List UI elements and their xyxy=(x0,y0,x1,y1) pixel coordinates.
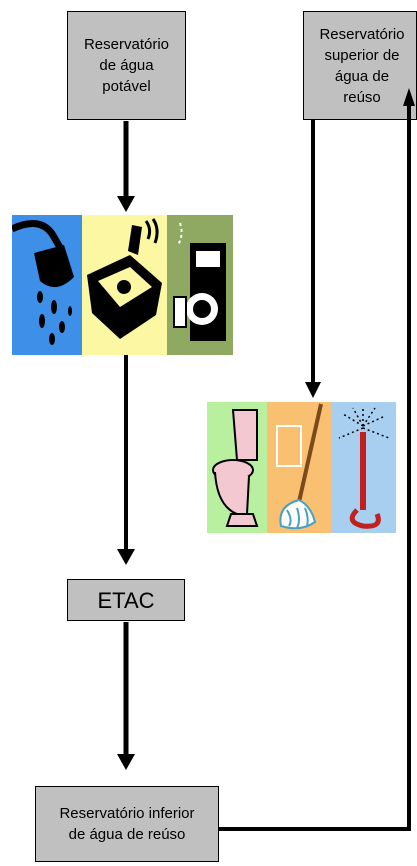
arrow-lower-to-upper xyxy=(219,88,415,831)
potable-water-reservoir-label: Reservatório de água potável xyxy=(83,36,170,95)
arrow-upper-to-reuse-uses xyxy=(305,120,321,398)
lower-reuse-reservoir-label: Reservatório inferior de água de reúso xyxy=(59,805,195,843)
upper-reuse-reservoir-box: Reservatório superior de água de reúso xyxy=(303,11,417,120)
potable-uses-illustration xyxy=(10,215,233,355)
arrow-potable-to-uses xyxy=(117,121,135,212)
arrow-uses-to-etac xyxy=(117,355,135,565)
toilet-icon xyxy=(212,409,259,527)
shower-icon xyxy=(10,220,74,345)
garden-sprinkler-icon xyxy=(338,406,390,529)
etac-box: ETAC xyxy=(67,579,185,621)
etac-label: ETAC xyxy=(97,587,155,613)
sink-icon xyxy=(87,218,162,339)
arrow-etac-to-lower xyxy=(117,622,135,770)
mop-icon xyxy=(276,403,323,530)
potable-water-reservoir-box: Reservatório de água potável xyxy=(67,11,186,120)
reuse-uses-illustration xyxy=(207,402,396,533)
washing-machine-icon xyxy=(173,222,226,341)
upper-reuse-reservoir-label: Reservatório superior de água de reúso xyxy=(319,25,405,106)
lower-reuse-reservoir-box: Reservatório inferior de água de reúso xyxy=(35,786,219,862)
